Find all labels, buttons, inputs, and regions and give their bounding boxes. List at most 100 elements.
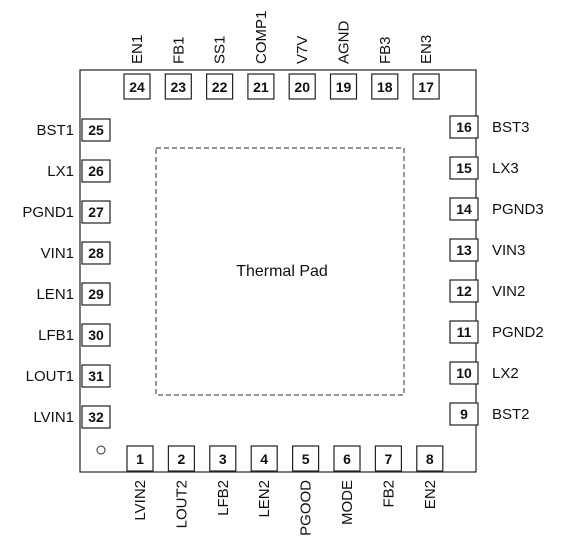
pin-label: LEN2 — [256, 480, 273, 518]
pin-label: LEN1 — [36, 286, 74, 303]
pin-number: 32 — [88, 409, 104, 425]
pin-box — [292, 445, 320, 472]
pin-17: 17 EN3 — [412, 35, 440, 100]
pin-9: 9 BST2 — [449, 402, 530, 426]
pin-label: V7V — [294, 36, 311, 64]
pins-layer: 25BST126LX127PGND128VIN129LEN130LFB131LO… — [22, 11, 543, 536]
pin-22: 22 SS1 — [206, 36, 234, 100]
pin-28: 28 VIN1 — [41, 241, 111, 265]
pin-label: FB3 — [377, 36, 394, 64]
pin-number: 4 — [260, 451, 268, 467]
pin-box — [206, 73, 234, 100]
pin-number: 6 — [343, 451, 351, 467]
pin-label: BST2 — [492, 406, 530, 423]
pin-14: 14 PGND3 — [449, 197, 544, 221]
pin-box — [81, 241, 111, 265]
pin-box — [81, 118, 111, 142]
pin-label: EN3 — [418, 35, 435, 64]
pin-label: FB1 — [170, 36, 187, 64]
pin-label: LX3 — [492, 160, 519, 177]
thermal-pad — [155, 147, 405, 396]
pin-label: SS1 — [212, 36, 229, 64]
pin-number: 1 — [136, 451, 144, 467]
pin-box — [449, 197, 479, 221]
pin-number: 22 — [212, 79, 228, 95]
pin-number: 19 — [336, 79, 352, 95]
pin-box — [374, 445, 402, 472]
pin-box — [449, 238, 479, 262]
pin-23: 23 FB1 — [164, 36, 192, 100]
pin-box — [123, 73, 151, 100]
pin-29: 29 LEN1 — [36, 282, 111, 306]
pin-label: LVIN1 — [33, 409, 74, 426]
pin-box — [81, 323, 111, 347]
pin-label: PGOOD — [298, 480, 315, 536]
package-body — [79, 69, 477, 473]
pin-label: PGND3 — [492, 201, 544, 218]
pin-box — [81, 200, 111, 224]
thermal-pad-label: Thermal Pad — [236, 263, 328, 280]
pin-label: LFB2 — [215, 480, 232, 516]
pin-box — [81, 282, 111, 306]
pin-number: 9 — [460, 406, 468, 422]
pin-box — [449, 320, 479, 344]
pin-label: VIN3 — [492, 242, 525, 259]
pin-11: 11 PGND2 — [449, 320, 544, 344]
pin-number: 26 — [88, 163, 104, 179]
pin-label: PGND2 — [492, 324, 544, 341]
pin-number: 7 — [385, 451, 393, 467]
pin-12: 12 VIN2 — [449, 279, 525, 303]
pin-box — [371, 73, 399, 100]
pin-label: COMP1 — [253, 11, 270, 64]
pin-box — [288, 73, 316, 100]
pin-label: VIN1 — [41, 245, 74, 262]
pin-label: BST1 — [36, 122, 74, 139]
pin-label: PGND1 — [22, 204, 74, 221]
pin-box — [449, 279, 479, 303]
pin-label: EN2 — [422, 480, 439, 509]
pin-number: 17 — [418, 79, 434, 95]
pin-box — [164, 73, 192, 100]
pin-19: 19 AGND — [329, 20, 358, 100]
pin-10: 10 LX2 — [449, 361, 519, 385]
pin-label: VIN2 — [492, 283, 525, 300]
pin-number: 30 — [88, 327, 104, 343]
pin-number: 11 — [457, 324, 472, 340]
pin-number: 3 — [219, 451, 227, 467]
pin-number: 14 — [456, 201, 472, 217]
pin-box — [126, 445, 154, 472]
pin1-indicator — [96, 445, 106, 455]
pin-number: 28 — [88, 245, 104, 261]
pin-number: 31 — [88, 368, 104, 384]
pin-label: BST3 — [492, 119, 530, 136]
pin-number: 23 — [171, 79, 187, 95]
pin-box — [449, 115, 479, 139]
pin-number: 12 — [456, 283, 472, 299]
pin-number: 5 — [302, 451, 310, 467]
pin-label: FB2 — [380, 480, 397, 508]
pin-box — [329, 73, 358, 100]
pin-box — [81, 364, 111, 388]
pin-label: LOUT1 — [26, 368, 74, 385]
pin-number: 10 — [456, 365, 472, 381]
pin-label: LX2 — [492, 365, 519, 382]
pin-box — [412, 73, 440, 100]
pin-number: 29 — [88, 286, 104, 302]
pin-label: AGND — [336, 20, 353, 64]
